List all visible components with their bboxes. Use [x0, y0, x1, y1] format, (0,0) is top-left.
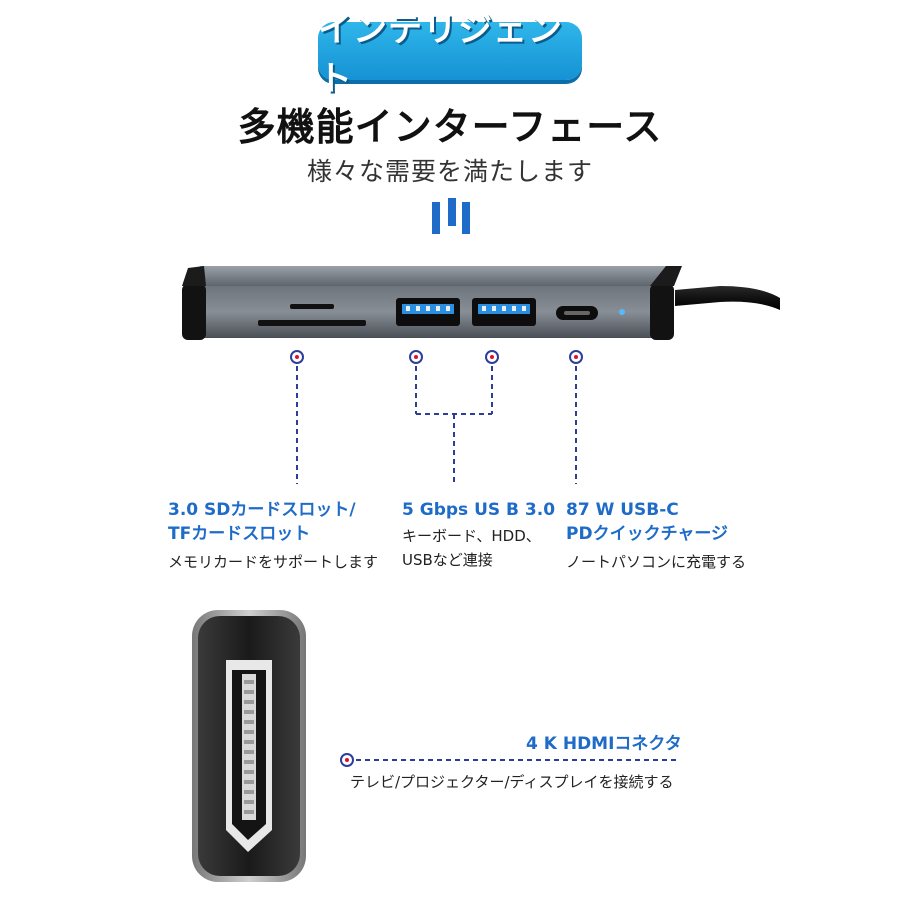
- marker-dot: [409, 350, 423, 364]
- marker-dot: [485, 350, 499, 364]
- port-title-line: 87 W USB-C: [566, 500, 679, 520]
- subline: 様々な需要を満たします: [306, 157, 593, 186]
- port-title-line: 5 Gbps US B 3.0: [402, 500, 556, 520]
- port-description: キーボード、HDD、: [402, 527, 541, 545]
- marker-dot: [569, 350, 583, 364]
- port-title-line: TFカードスロット: [168, 524, 311, 544]
- marker-dot: [340, 753, 354, 767]
- port-description: ノートパソコンに充電する: [566, 553, 747, 571]
- led-indicator-icon: [619, 309, 625, 315]
- down-arrow-icon: [432, 198, 470, 234]
- port-title-line: PDクイックチャージ: [566, 524, 729, 544]
- usb-a-port-icon: [396, 298, 460, 326]
- title-badge: インテリジェント: [318, 10, 582, 99]
- badge-text: インテリジェント: [318, 10, 563, 99]
- sd-slot-icon: [258, 304, 366, 326]
- port-label-sd: 3.0 SDカードスロット/ TFカードスロット メモリカードをサポートします: [168, 498, 388, 574]
- port-description: メモリカードをサポートします: [168, 553, 379, 571]
- hdmi-port-icon: [192, 610, 306, 882]
- usb-a-port-icon: [472, 298, 536, 326]
- usb-hub-device: [182, 266, 780, 340]
- usb-c-port-icon: [556, 306, 598, 320]
- hdmi-description: テレビ/プロジェクター/ディスプレイを接続する: [350, 773, 674, 791]
- hdmi-title: 4 K HDMIコネクタ: [526, 734, 682, 754]
- marker-dot: [290, 350, 304, 364]
- headline: 多機能インターフェース: [237, 105, 663, 149]
- port-label-usb-a: 5 Gbps US B 3.0 キーボード、HDD、 USBなど連接: [402, 498, 562, 572]
- port-description: USBなど連接: [402, 551, 493, 569]
- port-label-usb-c: 87 W USB-C PDクイックチャージ ノートパソコンに充電する: [566, 498, 766, 574]
- port-title-line: 3.0 SDカードスロット/: [168, 500, 356, 520]
